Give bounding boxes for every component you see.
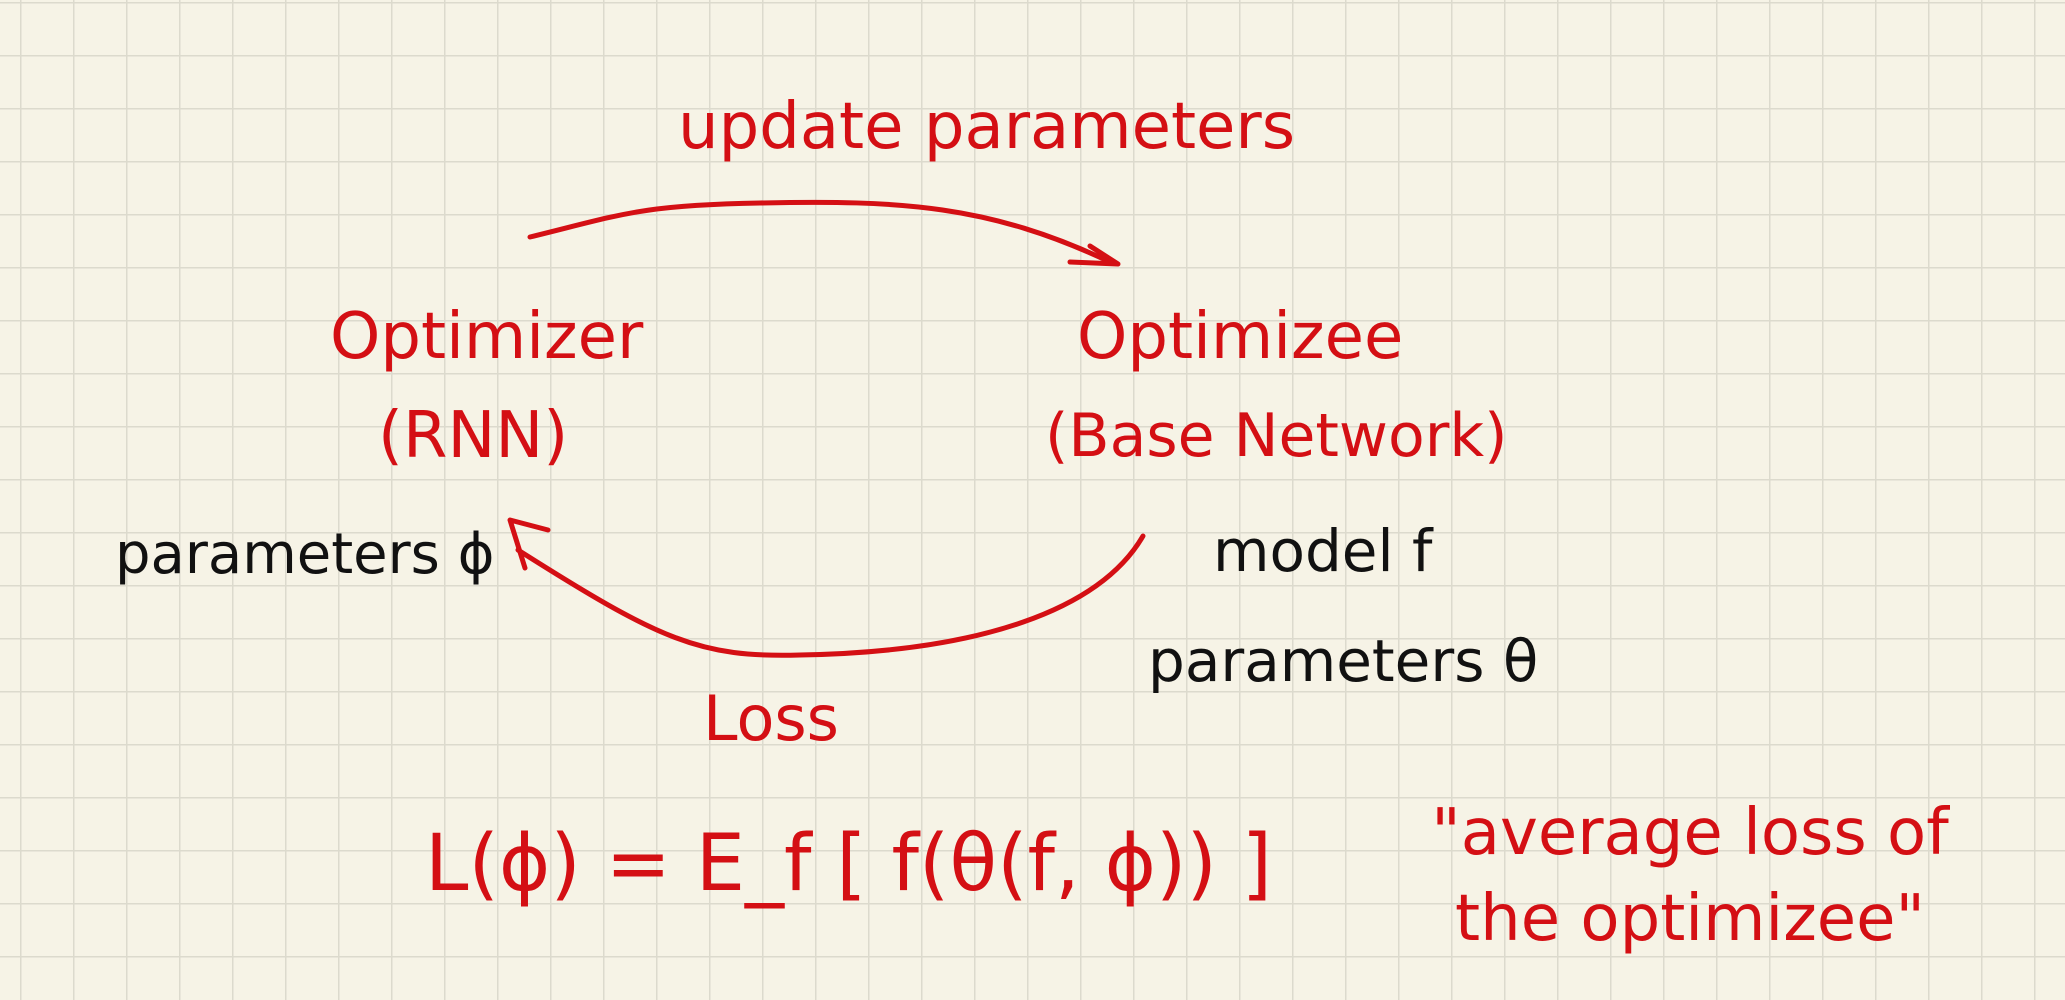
optimizee-parameters: parameters θ	[1148, 627, 1539, 695]
optimizee-model: model f	[1213, 517, 1433, 585]
loss-label: Loss	[703, 682, 839, 755]
loss-equation: L(ϕ) = E_f [ f(θ(f, ϕ)) ]	[425, 819, 1273, 909]
update-parameters-label: update parameters	[678, 90, 1296, 164]
loss-arrow	[515, 533, 1146, 658]
optimizer-type: (RNN)	[378, 399, 569, 473]
equation-note: "average loss of the optimizee"	[1431, 796, 1949, 957]
optimizer-parameters: parameters ϕ	[115, 522, 495, 587]
update-arrow	[527, 199, 1113, 265]
optimizee-title: Optimizee	[1077, 300, 1404, 374]
optimizee-type: (Base Network)	[1045, 401, 1508, 471]
loss-arrow-head	[507, 517, 551, 571]
update-arrow-head	[1067, 243, 1121, 267]
optimizer-title: Optimizer	[330, 300, 644, 374]
